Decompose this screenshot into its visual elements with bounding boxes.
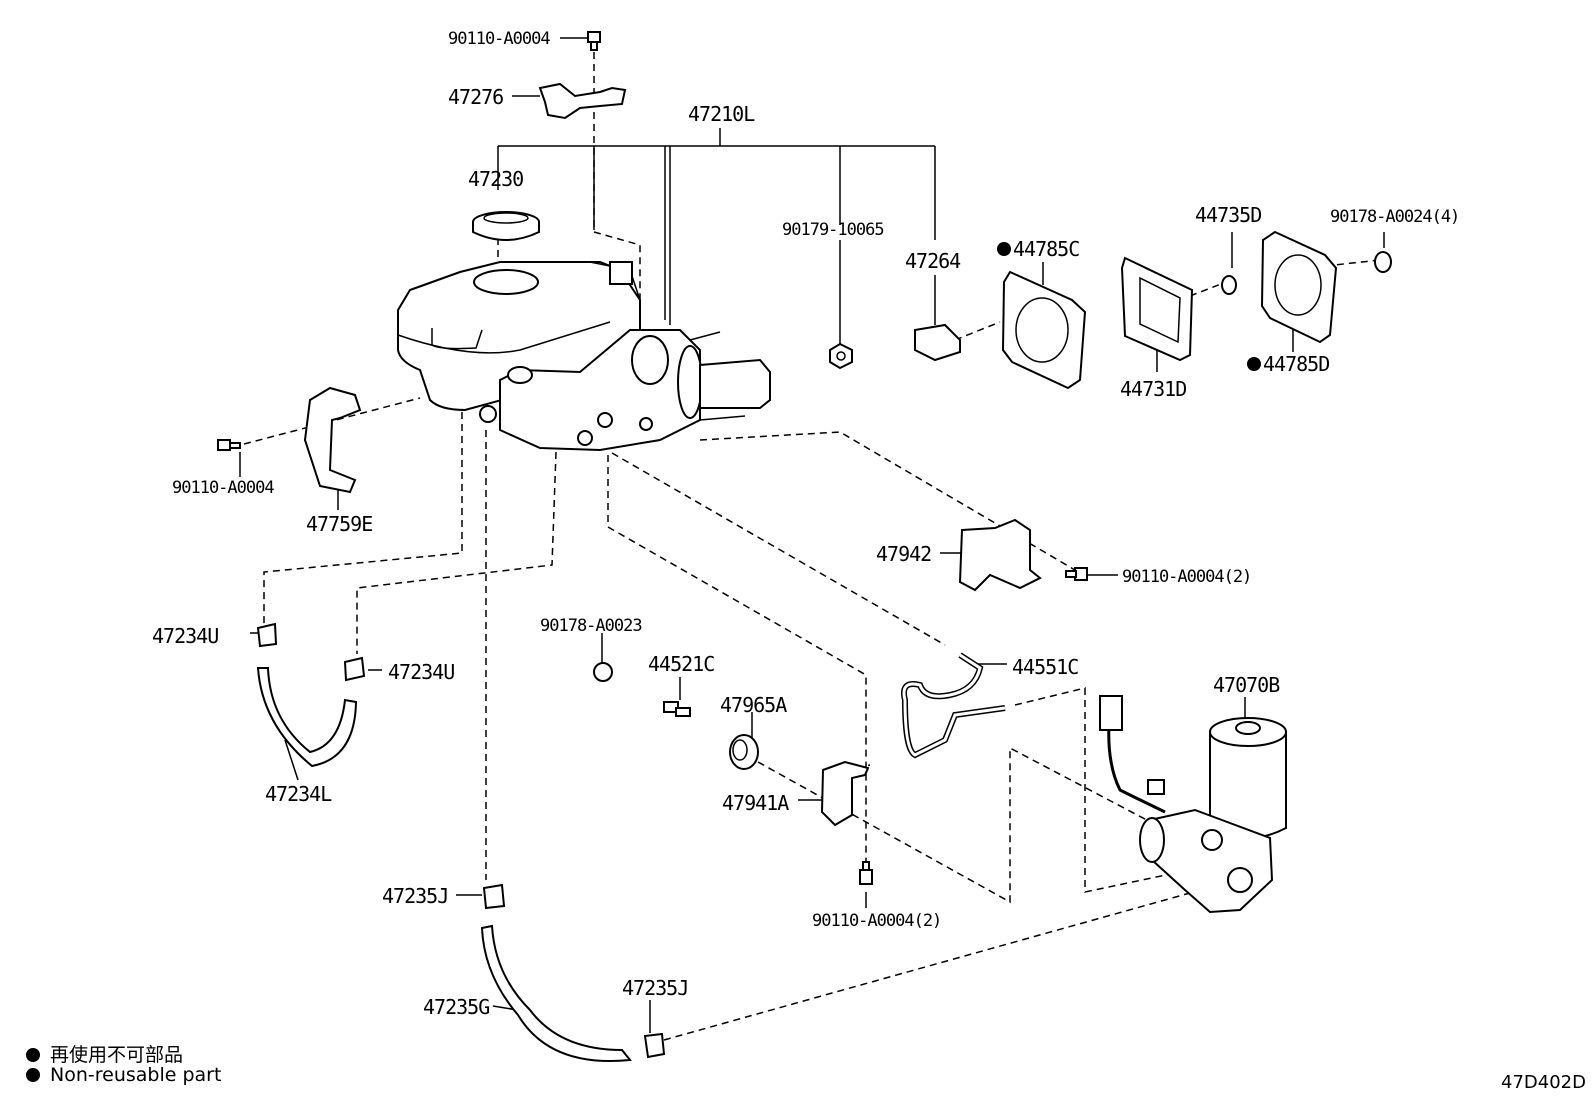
legend-jp-text: 再使用不可部品 [50,1044,184,1066]
label-44735d: 44735D [1195,203,1261,227]
bolt-icon [663,701,691,717]
legend-en-text: Non-reusable part [50,1064,222,1086]
label-47264: 47264 [905,249,961,273]
label-90178-a0024: 90178-A0024(4) [1330,207,1459,227]
bracket-47942-icon [958,518,1042,592]
label-44785d: 44785D [1263,352,1329,376]
bracket-47941a-icon [820,760,870,827]
non-reusable-marker [997,242,1011,256]
nut-icon [593,662,613,682]
bracket-47759e-icon [303,386,362,494]
clip-icon [643,1032,666,1059]
label-47235g: 47235G [423,995,489,1019]
tube-44551c-icon [901,652,1006,759]
label-44521c: 44521C [648,652,714,676]
label-47276: 47276 [448,85,503,109]
label-bolt-47942: 90110-A0004(2) [1122,567,1251,587]
label-bolt-top: 90110-A0004 [448,29,550,49]
clip-icon [482,883,506,910]
label-47759e: 47759E [306,512,372,536]
label-47234u-a: 47234U [152,624,218,648]
label-47235j-top: 47235J [382,884,448,908]
pump-47070b-icon [1099,695,1287,914]
label-47070b: 47070B [1213,673,1280,697]
part-labels: 90110-A0004 47276 47210L 47230 90179-100… [152,29,1460,1019]
clip-icon [343,656,366,682]
bolt-icon [217,439,241,451]
label-44785c: 44785C [1013,237,1079,261]
bracket-47276-icon [538,82,627,120]
label-47235j-bottom: 47235J [622,976,688,1000]
gasket-44785d-icon [1260,230,1338,344]
label-bolt-left: 90110-A0004 [172,478,274,498]
label-47210l: 47210L [688,102,755,126]
cover-44731d-icon [1120,256,1194,362]
non-reusable-marker [1247,357,1261,371]
bullet-icon [26,1048,40,1062]
label-44731d: 44731D [1120,377,1186,401]
hose-47235g-icon [480,924,632,1062]
label-47941a: 47941A [722,791,789,815]
bolt-icon [587,31,601,51]
bracket-47264-icon [914,323,961,362]
label-bolt-47941: 90110-A0004(2) [812,911,941,931]
gasket-44785c-icon [1001,270,1087,390]
grommet-icon [1221,275,1237,295]
clip-icon [256,622,278,648]
nut-icon [829,342,853,370]
label-47965a: 47965A [720,693,787,717]
label-90178-a0023: 90178-A0023 [540,616,642,636]
bolt-icon [1065,567,1088,581]
tube-44551c-inner [902,653,1006,757]
master-cylinder-illustration [397,261,771,452]
label-44551c: 44551C [1012,655,1078,679]
label-47234l: 47234L [265,782,332,806]
label-47230: 47230 [468,167,523,191]
label-90179-10065: 90179-10065 [782,220,884,240]
label-47234u-b: 47234U [388,660,454,684]
hose-47234l-icon [256,667,358,768]
leader-lines [239,37,1385,1033]
bolt-icon [859,861,873,885]
label-47942: 47942 [876,542,931,566]
bullet-icon [26,1068,40,1082]
diagram-code: 47D402D [1501,1072,1586,1093]
legend-en: Non-reusable part [26,1064,221,1086]
grommet-icon [729,734,759,770]
dashed-lines [243,52,1381,1041]
legend-jp: 再使用不可部品 [26,1040,183,1067]
nut-icon [1374,251,1392,273]
reservoir-cap-icon [472,211,540,241]
